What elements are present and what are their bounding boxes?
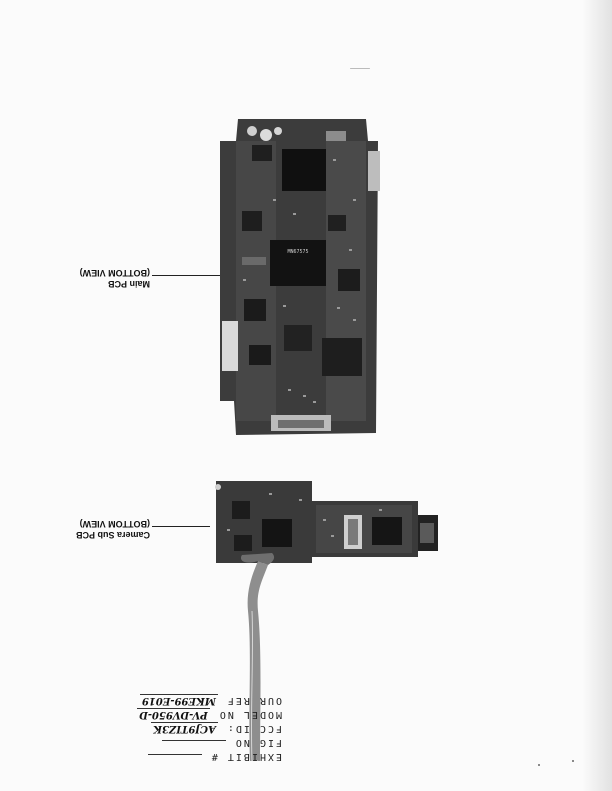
ref-row: OUR REF MKE99-E019 — [42, 693, 282, 707]
main-pcb-ic-4 — [244, 299, 266, 321]
main-pcb-ic-6 — [328, 215, 346, 231]
fig-label: FIG NO — [233, 737, 282, 748]
main-pcb-ic-3 — [249, 345, 271, 365]
scan-edge-shadow — [582, 0, 612, 791]
exhibit-row: EXHIBIT # — [42, 749, 282, 763]
main-pcb-ic-2 — [284, 325, 312, 351]
exhibit-label: EXHIBIT # — [209, 751, 282, 762]
camera-pcb-leader-line — [152, 526, 210, 527]
camera-flex-cable — [240, 553, 275, 761]
camera-pcb-ic-1 — [372, 517, 402, 545]
main-pcb-capacitor-2 — [247, 126, 257, 136]
camera-sub-pcb-photo — [215, 481, 438, 563]
model-label: MODEL NO — [217, 709, 282, 720]
ref-label: OUR REF — [225, 695, 282, 706]
main-pcb-ic-7 — [242, 211, 262, 231]
scan-speck — [538, 764, 540, 766]
chip-marking: MN67575 — [287, 249, 308, 255]
main-pcb-ic-8 — [252, 145, 272, 161]
camera-pcb-ic-4 — [232, 501, 250, 519]
main-pcb-leader-line — [152, 275, 220, 276]
main-pcb-ic-5 — [338, 269, 360, 291]
main-pcb-label: Main PCB (BOTTOM VIEW) — [80, 267, 150, 289]
main-pcb-ic-main — [270, 240, 326, 286]
fcc-row: FCC ID: ACJ9TIZ3K — [42, 721, 282, 735]
model-value: PV-DV950-D — [137, 708, 210, 720]
camera-pcb-ic-3 — [234, 535, 252, 551]
scan-speck — [350, 68, 370, 69]
fcc-value: ACJ9TIZ3K — [151, 722, 218, 734]
camera-pcb-label-line2: (BOTTOM VIEW) — [79, 519, 150, 529]
ref-value: MKE99-E019 — [139, 694, 218, 706]
main-pcb-capacitor-1 — [260, 129, 272, 141]
fcc-label: FCC ID: — [225, 723, 282, 734]
main-pcb-label-line1: Main PCB — [107, 279, 150, 289]
main-pcb-capacitor-3 — [274, 127, 282, 135]
exhibit-value — [147, 754, 202, 755]
main-pcb-ic-1 — [322, 338, 362, 376]
main-pcb-flex-connector-2 — [368, 151, 380, 191]
main-pcb-ic-main-marking: MN67575 — [287, 249, 308, 255]
fig-row: FIG NO — [42, 735, 282, 749]
main-pcb-photo: MN67575 — [220, 119, 380, 435]
model-row: MODEL NO PV-DV950-D — [42, 707, 282, 721]
scan-speck — [572, 760, 574, 762]
camera-pcb-label-line1: Camera Sub PCB — [75, 530, 150, 540]
main-pcb-label-line2: (BOTTOM VIEW) — [79, 268, 150, 278]
camera-pcb-label: Camera Sub PCB (BOTTOM VIEW) — [76, 518, 150, 540]
main-pcb-ic-dsp — [282, 149, 326, 191]
fig-value — [161, 740, 226, 741]
camera-pcb-ic-2 — [262, 519, 292, 547]
exhibit-info-block: EXHIBIT # FIG NO FCC ID: ACJ9TIZ3K MODEL… — [42, 693, 282, 763]
main-pcb-flex-connector — [222, 321, 238, 371]
